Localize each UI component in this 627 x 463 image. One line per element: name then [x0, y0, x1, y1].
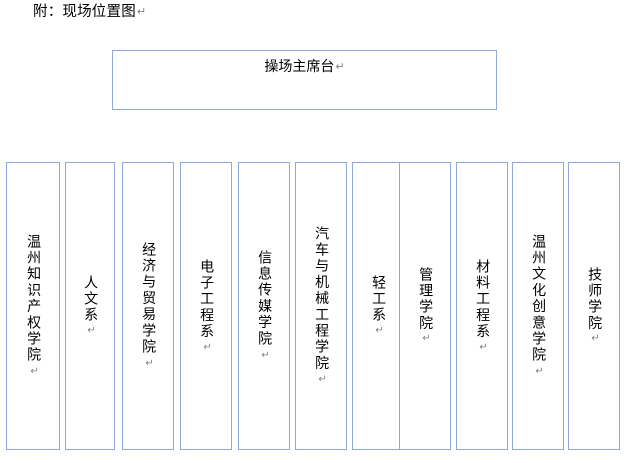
rostrum-box: 操场主席台↵ [112, 50, 497, 110]
rostrum-label: 操场主席台 [264, 59, 335, 75]
pilcrow-icon: ↵ [261, 349, 270, 361]
pilcrow-icon: ↵ [591, 333, 600, 345]
department-box: 温州知识产权学院↵ [6, 162, 60, 450]
department-label: 管理学院↵ [417, 266, 434, 345]
pilcrow-icon: ↵ [318, 373, 327, 385]
department-box: 技师学院↵ [568, 162, 620, 450]
department-box: 人文系↵ [65, 162, 115, 450]
department-row: 温州知识产权学院↵ 人文系↵ 经济与贸易学院↵ 电子工程系↵ 信息传媒学院↵ 汽车与机械工… [0, 162, 627, 452]
department-label: 汽车与机械工程学院↵ [313, 226, 330, 385]
pilcrow-icon: ↵ [422, 333, 431, 345]
pilcrow-icon: ↵ [136, 5, 147, 18]
department-box: 经济与贸易学院↵ [122, 162, 174, 450]
pilcrow-icon: ↵ [479, 341, 488, 353]
page-caption-text: 附：现场位置图 [33, 4, 136, 20]
department-label: 材料工程系↵ [474, 258, 491, 353]
department-box: 轻工系↵ [352, 162, 404, 450]
pilcrow-icon: ↵ [87, 325, 96, 337]
department-box: 汽车与机械工程学院↵ [295, 162, 347, 450]
pilcrow-icon: ↵ [375, 325, 384, 337]
department-box: 材料工程系↵ [456, 162, 508, 450]
pilcrow-icon: ↵ [335, 60, 345, 73]
department-label: 技师学院↵ [586, 266, 603, 345]
department-label: 经济与贸易学院↵ [140, 242, 157, 369]
department-label: 温州文化创意学院↵ [530, 234, 547, 377]
department-box: 信息传媒学院↵ [238, 162, 290, 450]
department-label: 信息传媒学院↵ [256, 250, 273, 361]
department-box: 管理学院↵ [399, 162, 451, 450]
department-box: 温州文化创意学院↵ [512, 162, 564, 450]
department-box: 电子工程系↵ [180, 162, 232, 450]
pilcrow-icon: ↵ [30, 365, 39, 377]
page-caption: 附：现场位置图↵ [33, 2, 146, 22]
department-label: 电子工程系↵ [198, 258, 215, 353]
rostrum-label-wrap: 操场主席台↵ [113, 57, 496, 77]
pilcrow-icon: ↵ [535, 365, 544, 377]
department-label: 人文系↵ [82, 274, 99, 337]
department-label: 温州知识产权学院↵ [25, 234, 42, 377]
pilcrow-icon: ↵ [145, 357, 154, 369]
pilcrow-icon: ↵ [203, 341, 212, 353]
department-label: 轻工系↵ [370, 274, 387, 337]
